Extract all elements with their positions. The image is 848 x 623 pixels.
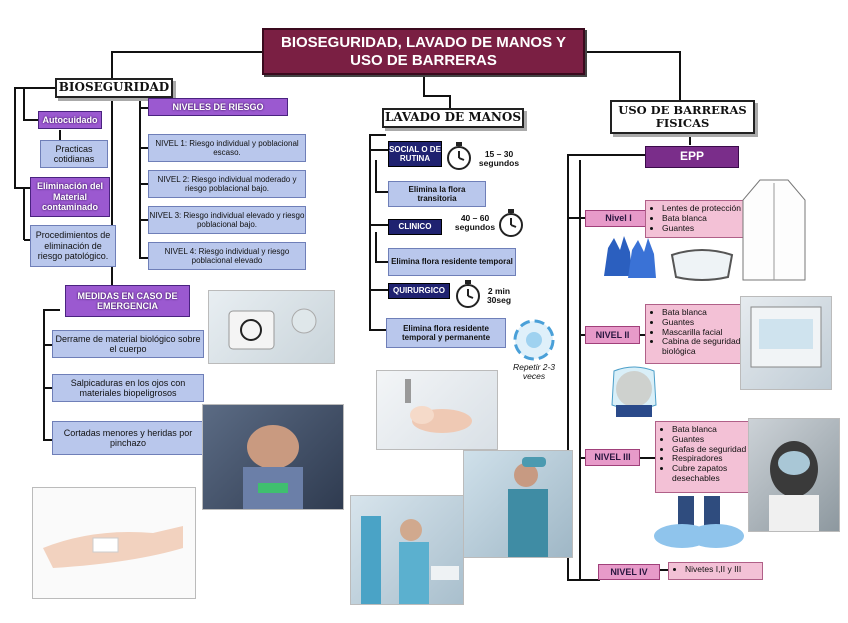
tipo-quirurgico-label: QUIRURGICO	[388, 283, 450, 299]
nivel-1-box: NIVEL 1: Riesgo individual y poblacional…	[148, 134, 306, 162]
desc-quirurgico-box: Elimina flora residente temporal y perma…	[386, 318, 506, 348]
desc-clinico-box: Elimina flora residente temporal	[388, 248, 516, 276]
face-shield-image	[604, 355, 664, 422]
medida-cortadas-box: Cortadas menores y heridas por pinchazo	[52, 421, 204, 455]
hand-wash-cycle-icon	[510, 318, 558, 367]
nivel-ii-items: Bata blancaGuantesMascarilla facialCabin…	[645, 304, 750, 364]
list-item: Mascarilla facial	[662, 327, 743, 338]
list-item: Guantes	[672, 434, 748, 445]
eye-wash-image	[202, 404, 344, 510]
goggles-image	[668, 245, 736, 290]
tipo-social-label: SOCIAL O DE RUTINA	[388, 141, 442, 167]
tiempo-social: 15 – 30 segundos	[478, 149, 520, 169]
medidas-label: MEDIDAS EN CASO DE EMERGENCIA	[65, 285, 190, 317]
nivel-i-items: Lentes de protecciónBata blancaGuantes	[645, 200, 749, 238]
list-item: Guantes	[662, 317, 743, 328]
bioseguridad-header: BIOSEGURIDAD	[55, 78, 173, 98]
epp-label: EPP	[645, 146, 739, 168]
nivel-ii-label: NIVEL II	[585, 326, 640, 344]
repetir-label: Repetir 2-3 veces	[512, 362, 556, 382]
lab-coat-image	[735, 175, 813, 290]
nivel-3-box: NIVEL 3: Riesgo individual elevado y rie…	[148, 206, 306, 234]
lavado-header: LAVADO DE MANOS	[382, 108, 524, 128]
nivel-i-label: Nivel I	[585, 210, 652, 227]
scrub-wash-image	[350, 495, 464, 605]
medida-derrame-box: Derrame de material biológico sobre el c…	[52, 330, 204, 358]
procedimientos-box: Procedimientos de eliminación de riesgo …	[30, 225, 116, 267]
list-item: Bata blanca	[662, 307, 743, 318]
nivel-iv-items: Nivetes I,II y III	[668, 562, 763, 580]
autocuidado-label: Autocuidado	[38, 111, 102, 129]
hand-wash-image	[376, 370, 498, 450]
list-item: Bata blanca	[672, 424, 748, 435]
gloves-image	[598, 230, 660, 287]
list-item: Guantes	[662, 223, 741, 234]
list-item: Respiradores	[672, 454, 748, 464]
barreras-header: USO DE BARRERAS FISICAS	[610, 100, 755, 134]
main-title: BIOSEGURIDAD, LAVADO DE MANOS Y USO DE B…	[262, 28, 585, 75]
stopwatch-icon	[455, 279, 481, 314]
list-item: Cubre zapatos desechables	[672, 463, 748, 484]
eliminacion-label: Eliminación del Material contaminado	[30, 177, 110, 217]
nivel-iii-label: NIVEL III	[585, 449, 640, 466]
surgeon-image	[463, 450, 573, 558]
tiempo-quirurgico: 2 min 30seg	[486, 286, 512, 306]
stopwatch-icon	[446, 141, 472, 176]
nivel-iv-label: NIVEL IV	[598, 564, 660, 580]
tipo-clinico-label: CLINICO	[388, 219, 442, 235]
desc-social-box: Elimina la flora transitoria	[388, 181, 486, 207]
wounded-hand-image	[32, 487, 196, 599]
shoe-covers-image	[648, 492, 748, 559]
nivel-4-box: NIVEL 4: Riesgo individual y riesgo pobl…	[148, 242, 306, 270]
nivel-2-box: NIVEL 2: Riesgo individual moderado y ri…	[148, 170, 306, 198]
medida-salpicaduras-box: Salpicaduras en los ojos con materiales …	[52, 374, 204, 402]
niveles-riesgo-label: NIVELES DE RIESGO	[148, 98, 288, 116]
tiempo-clinico: 40 – 60 segundos	[454, 213, 496, 233]
respirator-image	[748, 418, 840, 532]
stopwatch-icon	[498, 208, 524, 243]
biosafety-cabinet-image	[740, 296, 832, 390]
list-item: Lentes de protección	[662, 203, 741, 214]
practicas-box: Practicas cotidianas	[40, 140, 108, 168]
list-item: Gafas de seguridad	[672, 444, 748, 455]
list-item: Cabina de seguridad biológica	[662, 337, 743, 357]
nivel-iii-items: Bata blancaGuantesGafas de seguridadResp…	[655, 421, 755, 493]
biohazard-bottle-image	[208, 290, 335, 364]
list-item: Nivetes I,II y III	[685, 564, 741, 575]
list-item: Bata blanca	[662, 213, 741, 224]
